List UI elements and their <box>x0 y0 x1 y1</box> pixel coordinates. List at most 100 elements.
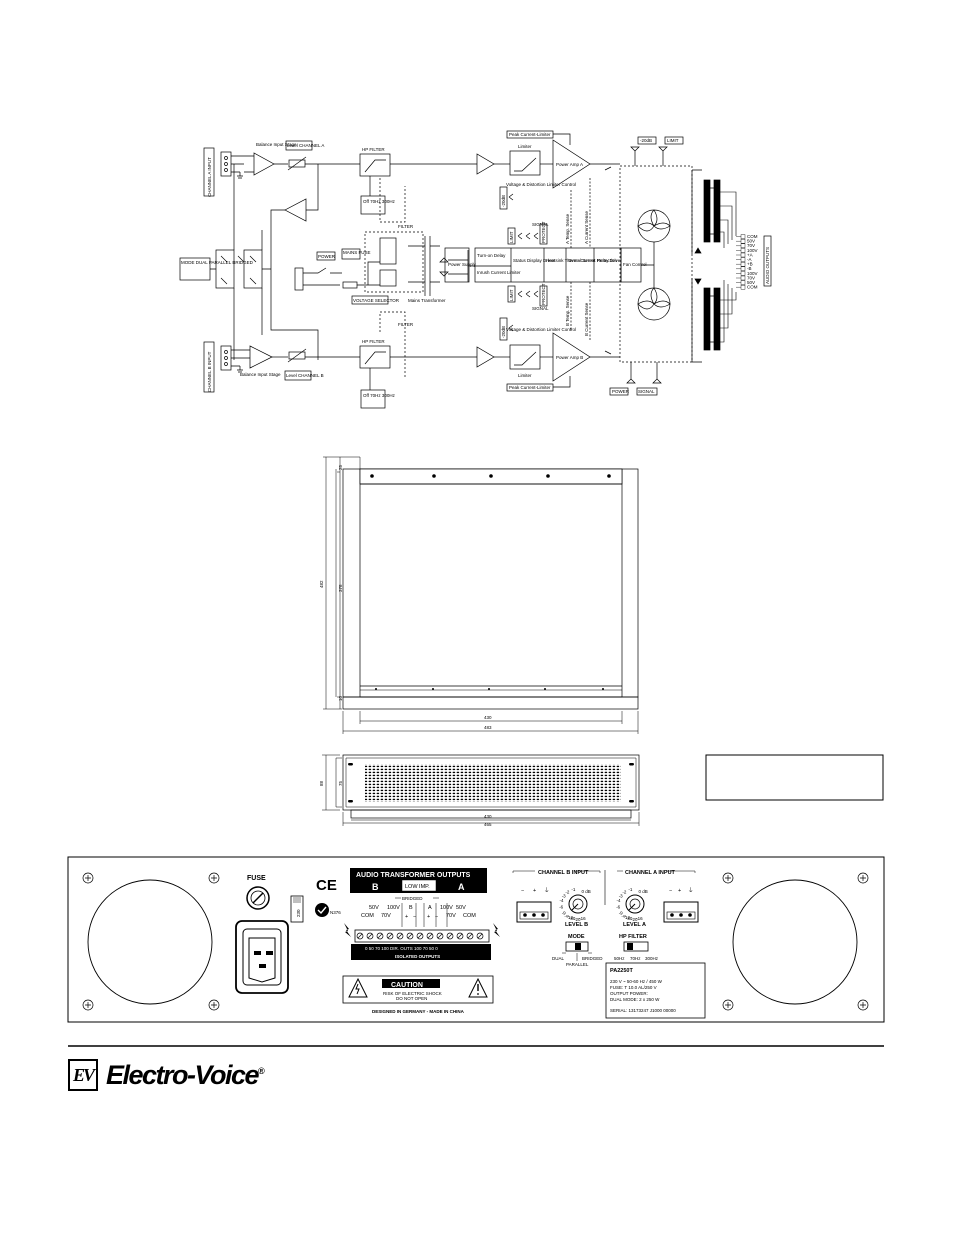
ev-mark-text: EV <box>72 1064 95 1085</box>
mode-slide-switch[interactable] <box>565 941 589 952</box>
fuse-label: FUSE <box>247 875 266 882</box>
terminal-sign: + <box>405 914 408 920</box>
terminal-top-label: 50V <box>456 905 466 911</box>
screw-icon <box>208 999 220 1011</box>
hp-opt-70: 70Hz <box>630 956 641 961</box>
balance-input-stage-a <box>253 152 275 176</box>
screw-icon <box>82 999 94 1011</box>
temp-sense-b: B Temp. Sense <box>565 295 570 326</box>
terminal-screw-icon <box>436 932 444 940</box>
terminal-screw-icon <box>416 932 424 940</box>
current-sense-b: B Current Sense <box>584 302 589 336</box>
iec-power-inlet[interactable] <box>235 920 289 994</box>
mains-fuse-label: MAINS FUSE <box>343 250 371 255</box>
fan-left-icon <box>87 879 213 1005</box>
temp-sense-a: A Temp. Sense <box>565 213 570 244</box>
terminal-screw-icon <box>356 932 364 940</box>
led-20db-b: -20dB <box>501 326 506 338</box>
level-a-label: Level CHANNEL A <box>287 143 324 148</box>
spec-line-2: FUSE: T 10.0 AL/250 V <box>610 985 657 990</box>
channel-a-input-title: CHANNEL A INPUT <box>625 870 676 876</box>
level-a-label: LEVEL A <box>623 922 646 928</box>
output-tap-label: +B <box>747 262 753 267</box>
input-a-signs: −+⏚ <box>669 887 694 894</box>
dim-75: 75 <box>338 780 343 786</box>
rear-panel: FUSE 230 CE N376 AUDIO TRANSFORMER OUT <box>67 856 885 1023</box>
peak-limiter-a-label: Peak Current-Limiter <box>509 132 551 137</box>
limiter-a <box>509 150 541 176</box>
voltage-selector-label: VOLTAGE SELECTOR <box>353 298 400 303</box>
hp-filter-slide-switch[interactable] <box>623 941 649 952</box>
mid-led-b-3: PROTECT <box>541 283 546 305</box>
terminal-bottom-label: 70V <box>446 913 456 919</box>
terminal-bottom-label: COM <box>463 913 476 919</box>
terminal-screw-icon <box>406 932 414 940</box>
bridged-label: BRIDGED <box>402 896 423 901</box>
out-a-label: A <box>458 882 465 892</box>
voltage-selector-switch[interactable]: 230 <box>290 895 304 923</box>
brand-name: Electro-Voice® <box>106 1060 265 1091</box>
knob-scale-label: -6 <box>559 905 563 910</box>
mode-bridged: BRIDGED <box>582 956 603 961</box>
svg-text:⏚: ⏚ <box>544 887 550 894</box>
power-amp-a-label: Power Amp A <box>556 162 583 167</box>
inrush-limiter-label: Inrush Current Limiter <box>477 270 521 275</box>
fuse-holder[interactable] <box>246 886 270 910</box>
channel-b-input-title: CHANNEL B INPUT <box>538 870 589 876</box>
mid-led-a-3: PROTECT <box>541 221 546 243</box>
balance-stage-a-label: Balance Input Stage <box>256 142 297 147</box>
lightning-icon <box>493 923 500 937</box>
level-b-label: Level CHANNEL B <box>286 373 324 378</box>
voltage-value: 230 <box>296 909 301 917</box>
knob-scale-label: -2 <box>622 890 626 895</box>
knob-scale-label: 0 dB <box>582 889 591 894</box>
knob-scale-label: -12 <box>567 915 574 920</box>
status-display-label: Status Display Driver <box>513 258 556 263</box>
output-terminal-strip[interactable] <box>354 929 490 943</box>
buffer-amp-a <box>476 153 495 175</box>
hp-opt-300: 300Hz <box>645 956 659 961</box>
input-a-terminal[interactable] <box>663 901 699 923</box>
power-supply-block <box>444 247 470 283</box>
filter-b-label: FILTER <box>398 322 414 327</box>
hp-filter-title: HP FILTER <box>619 934 647 940</box>
dim-483: 483 <box>484 725 492 730</box>
limiter-a-label: Limiter <box>518 144 532 149</box>
terminal-screw-icon <box>376 932 384 940</box>
xlr-connector-b <box>220 345 232 371</box>
front-view-drawing: 88 75 430 465 <box>319 754 640 827</box>
hp-freqs-a: Off 70Hz 300Hz <box>363 199 396 204</box>
power-amp-b-label: Power Amp B <box>556 355 583 360</box>
input-b-terminal[interactable] <box>516 901 552 923</box>
shock-warning-icon <box>348 977 368 998</box>
output-tap-label: COM <box>747 234 758 239</box>
out-b-label: B <box>372 882 379 892</box>
knob-scale-label: -1 <box>628 887 632 892</box>
level-b-knob[interactable] <box>568 894 588 914</box>
screw-icon <box>722 999 734 1011</box>
output-tap-label: -B <box>747 266 752 271</box>
terminal-sign: − <box>435 914 438 920</box>
terminal-top-label: B <box>409 905 413 911</box>
rating-label <box>605 962 706 1019</box>
output-tap-label: COM <box>747 285 758 290</box>
input-b-signs: −+⏚ <box>521 887 550 894</box>
buffer-amp-b <box>476 346 495 368</box>
dim-430: 430 <box>484 715 492 720</box>
power-amp-b <box>552 332 591 382</box>
led-top-limit: LIMIT <box>667 138 679 143</box>
balance-stage-b-label: Balance Input Stage <box>240 372 281 377</box>
output-tap-label: 70V <box>747 275 755 280</box>
terminal-screw-icon <box>446 932 454 940</box>
led-top-20db: -20dB <box>640 138 652 143</box>
low-imp-label: LOW IMP. <box>405 884 430 890</box>
lightning-icon <box>344 923 351 937</box>
caution-label: CAUTION <box>391 982 423 989</box>
svg-text:+: + <box>678 888 681 894</box>
svg-text:+: + <box>533 888 536 894</box>
level-a-knob[interactable] <box>625 894 645 914</box>
mode-parallel: PARALLEL <box>566 962 589 967</box>
